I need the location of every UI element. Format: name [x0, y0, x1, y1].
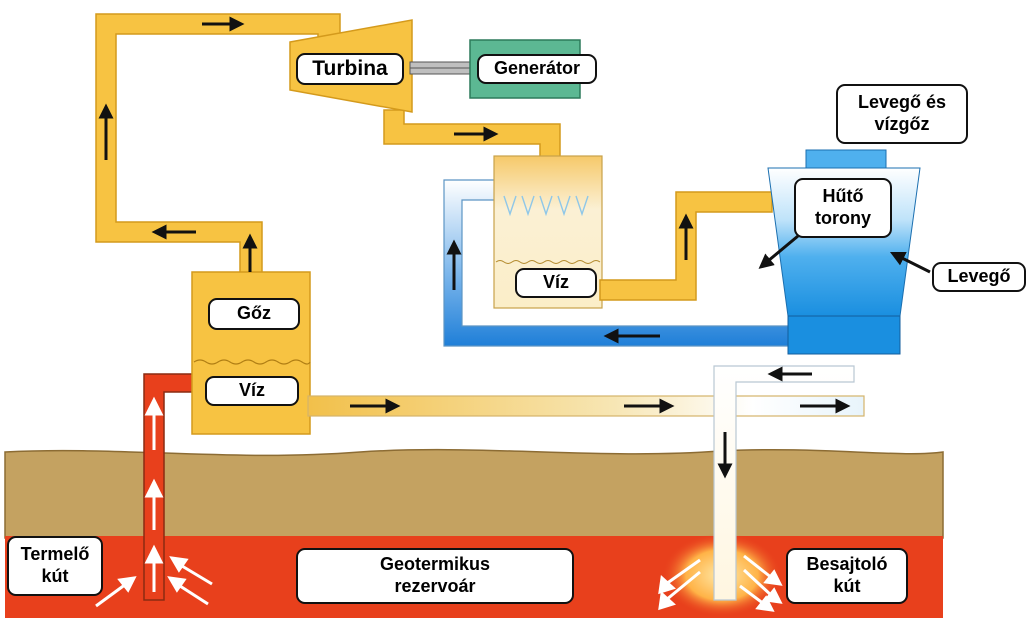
- ground-layer: [4, 448, 944, 539]
- steam-label: Gőz: [208, 298, 300, 330]
- condenser-water-label: Víz: [515, 268, 597, 298]
- turbine-label: Turbina: [296, 53, 404, 85]
- production-well-label: Termelő kút: [7, 536, 103, 596]
- injection-well-pipe: [713, 365, 855, 601]
- reservoir-inflow-arrow: [95, 556, 213, 608]
- well-upflow-arrow: [144, 396, 164, 592]
- geothermal-reservoir-label: Geotermikus rezervoár: [296, 548, 574, 604]
- spray-nozzles: [503, 195, 589, 217]
- reservoir-flow-arrows: [95, 396, 783, 612]
- air-arrow: [889, 251, 931, 274]
- separator-vessel: [191, 271, 311, 435]
- generator-label: Generátor: [477, 54, 597, 84]
- air-label: Levegő: [932, 262, 1026, 292]
- air-arrow: [758, 234, 799, 269]
- air-and-vapor-label: Levegő és vízgőz: [836, 84, 968, 144]
- flow-arrows: [98, 16, 931, 479]
- separator-water-label: Víz: [205, 376, 299, 406]
- turbine-shaft: [409, 61, 471, 75]
- injection-outflow-arrow: [658, 554, 783, 612]
- injection-well-label: Besajtoló kút: [786, 548, 908, 604]
- cooling-tower-label: Hűtő torony: [794, 178, 892, 238]
